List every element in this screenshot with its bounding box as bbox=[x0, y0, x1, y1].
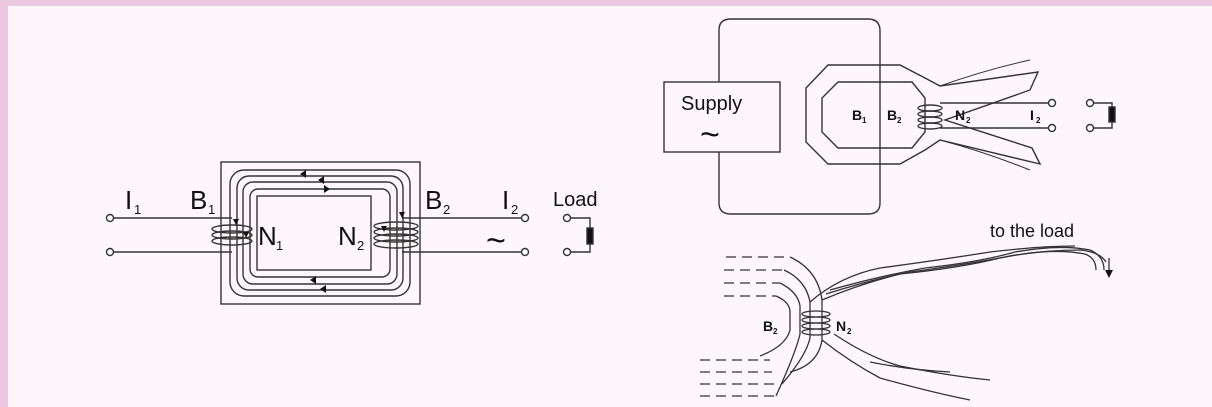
label-n1-sub: 1 bbox=[276, 238, 283, 253]
jaw-coil bbox=[801, 310, 831, 336]
label-b2-sub: 2 bbox=[773, 327, 778, 336]
upper-jaw bbox=[821, 249, 1107, 301]
clamp-jaw-outer bbox=[805, 64, 1042, 166]
lower-jaw bbox=[821, 339, 971, 401]
clamp-window bbox=[821, 81, 926, 149]
label-b2: B bbox=[425, 185, 442, 215]
label-n2-sub: 2 bbox=[847, 327, 852, 336]
load-resistor bbox=[562, 213, 594, 257]
label-b2: B bbox=[763, 318, 773, 334]
label-n2: N bbox=[955, 107, 965, 123]
label-i2: I bbox=[1030, 107, 1034, 123]
supply-label: Supply bbox=[681, 93, 742, 115]
supply-box bbox=[663, 81, 781, 153]
label-b1-sub: 1 bbox=[208, 202, 215, 217]
terminal bbox=[520, 213, 530, 223]
to-the-load-label: to the load bbox=[990, 221, 1074, 241]
label-i2: I bbox=[502, 185, 509, 215]
label-b2-sub: 2 bbox=[897, 116, 902, 125]
clamp-coil bbox=[917, 104, 943, 130]
label-i1-sub: 1 bbox=[134, 202, 141, 217]
secondary-coil bbox=[373, 221, 419, 249]
label-b2: B bbox=[887, 107, 897, 123]
ac-symbol: ~ bbox=[486, 222, 506, 260]
primary-coil bbox=[211, 224, 253, 246]
label-b2-sub: 2 bbox=[443, 202, 450, 217]
terminal bbox=[520, 247, 530, 257]
supply-ac-symbol: ~ bbox=[700, 116, 720, 154]
label-n2: N bbox=[836, 318, 846, 334]
label-i2-sub: 2 bbox=[1036, 116, 1041, 125]
label-n2: N bbox=[338, 221, 357, 251]
label-i2-sub: 2 bbox=[511, 202, 518, 217]
label-b1: B bbox=[852, 107, 862, 123]
label-n2-sub: 2 bbox=[357, 238, 364, 253]
label-load: Load bbox=[553, 189, 598, 211]
label-b1: B bbox=[190, 185, 207, 215]
terminal bbox=[105, 247, 115, 257]
core-stub-lines bbox=[700, 256, 790, 397]
core-inner bbox=[256, 195, 372, 271]
label-n2-sub: 2 bbox=[966, 116, 971, 125]
label-n1: N bbox=[258, 221, 277, 251]
label-b1-sub: 1 bbox=[862, 116, 867, 125]
label-i1: I bbox=[125, 185, 132, 215]
flux-arrows bbox=[233, 170, 405, 293]
meter-load bbox=[1085, 98, 1116, 133]
arrow-down bbox=[1105, 270, 1113, 278]
terminal bbox=[105, 213, 115, 223]
primary-conductor bbox=[718, 18, 881, 215]
